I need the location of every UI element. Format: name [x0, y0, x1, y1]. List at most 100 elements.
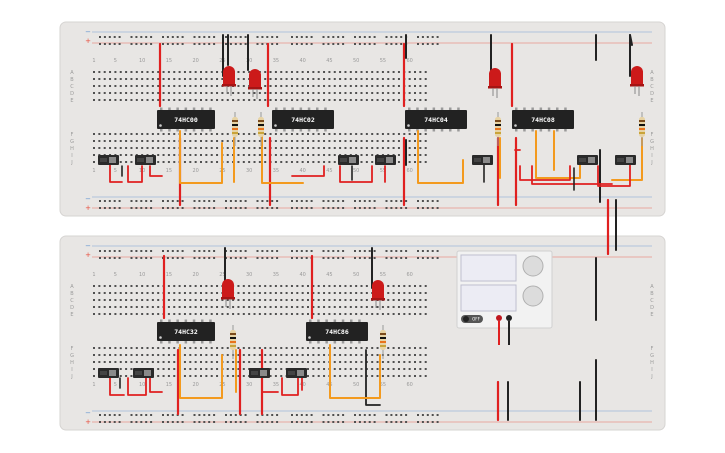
- rail-hole[interactable]: [322, 200, 325, 202]
- terminal-hole[interactable]: [280, 78, 283, 80]
- terminal-hole[interactable]: [397, 85, 400, 87]
- rail-hole[interactable]: [322, 414, 325, 416]
- rail-hole[interactable]: [244, 257, 247, 259]
- terminal-hole[interactable]: [403, 285, 406, 287]
- rail-hole[interactable]: [135, 200, 138, 202]
- terminal-hole[interactable]: [125, 140, 128, 142]
- terminal-hole[interactable]: [349, 306, 352, 308]
- terminal-hole[interactable]: [221, 299, 224, 301]
- rail-hole[interactable]: [162, 250, 164, 252]
- terminal-hole[interactable]: [93, 299, 95, 301]
- terminal-hole[interactable]: [189, 306, 192, 308]
- terminal-hole[interactable]: [109, 313, 112, 315]
- terminal-hole[interactable]: [339, 299, 342, 301]
- terminal-hole[interactable]: [135, 71, 138, 73]
- terminal-hole[interactable]: [328, 306, 331, 308]
- terminal-hole[interactable]: [296, 78, 299, 80]
- rail-hole[interactable]: [234, 36, 237, 38]
- terminal-hole[interactable]: [119, 368, 122, 370]
- rail-hole[interactable]: [213, 250, 216, 252]
- terminal-hole[interactable]: [125, 133, 128, 135]
- terminal-hole[interactable]: [408, 92, 411, 94]
- rail-hole[interactable]: [291, 421, 293, 423]
- terminal-hole[interactable]: [237, 147, 240, 149]
- terminal-hole[interactable]: [392, 299, 395, 301]
- rail-hole[interactable]: [354, 414, 356, 416]
- terminal-hole[interactable]: [141, 354, 144, 356]
- terminal-hole[interactable]: [381, 133, 384, 135]
- terminal-hole[interactable]: [323, 92, 326, 94]
- terminal-hole[interactable]: [333, 85, 336, 87]
- terminal-hole[interactable]: [135, 299, 138, 301]
- terminal-hole[interactable]: [312, 313, 315, 315]
- terminal-hole[interactable]: [296, 161, 299, 163]
- rail-hole[interactable]: [417, 200, 419, 202]
- rail-hole[interactable]: [244, 414, 247, 416]
- jumper-wire[interactable]: [629, 34, 633, 46]
- terminal-hole[interactable]: [274, 347, 277, 349]
- terminal-hole[interactable]: [258, 306, 261, 308]
- terminal-hole[interactable]: [146, 71, 149, 73]
- terminal-hole[interactable]: [93, 306, 95, 308]
- terminal-hole[interactable]: [98, 292, 101, 294]
- terminal-hole[interactable]: [210, 147, 213, 149]
- terminal-hole[interactable]: [216, 140, 219, 142]
- rail-hole[interactable]: [140, 250, 143, 252]
- terminal-hole[interactable]: [189, 85, 192, 87]
- rail-hole[interactable]: [118, 207, 121, 209]
- terminal-hole[interactable]: [408, 99, 411, 101]
- terminal-hole[interactable]: [221, 92, 224, 94]
- rail-hole[interactable]: [390, 421, 393, 423]
- rail-hole[interactable]: [431, 36, 434, 38]
- terminal-hole[interactable]: [381, 368, 384, 370]
- terminal-hole[interactable]: [424, 368, 427, 370]
- terminal-hole[interactable]: [397, 292, 400, 294]
- terminal-hole[interactable]: [328, 161, 331, 163]
- terminal-hole[interactable]: [323, 375, 326, 377]
- terminal-hole[interactable]: [285, 85, 288, 87]
- terminal-hole[interactable]: [408, 347, 411, 349]
- terminal-hole[interactable]: [98, 347, 101, 349]
- terminal-hole[interactable]: [200, 347, 202, 349]
- rail-hole[interactable]: [295, 43, 298, 45]
- terminal-hole[interactable]: [360, 161, 363, 163]
- terminal-hole[interactable]: [114, 92, 117, 94]
- terminal-hole[interactable]: [189, 347, 192, 349]
- terminal-hole[interactable]: [274, 147, 277, 149]
- terminal-hole[interactable]: [151, 99, 154, 101]
- terminal-hole[interactable]: [269, 347, 272, 349]
- terminal-hole[interactable]: [157, 71, 160, 73]
- terminal-hole[interactable]: [264, 306, 267, 308]
- terminal-hole[interactable]: [146, 292, 149, 294]
- rail-hole[interactable]: [436, 257, 439, 259]
- terminal-hole[interactable]: [189, 71, 192, 73]
- rail-hole[interactable]: [342, 250, 345, 252]
- rail-hole[interactable]: [150, 43, 153, 45]
- rail-hole[interactable]: [135, 36, 138, 38]
- terminal-hole[interactable]: [349, 71, 352, 73]
- terminal-hole[interactable]: [365, 92, 368, 94]
- rail-hole[interactable]: [373, 36, 376, 38]
- terminal-hole[interactable]: [414, 368, 416, 370]
- switch-lever[interactable]: [483, 157, 490, 163]
- terminal-hole[interactable]: [371, 313, 374, 315]
- terminal-hole[interactable]: [157, 354, 160, 356]
- terminal-hole[interactable]: [130, 299, 133, 301]
- terminal-hole[interactable]: [317, 361, 320, 363]
- terminal-hole[interactable]: [333, 154, 336, 156]
- resistor[interactable]: [639, 112, 645, 146]
- terminal-hole[interactable]: [376, 85, 379, 87]
- terminal-hole[interactable]: [157, 361, 160, 363]
- rail-hole[interactable]: [256, 200, 259, 202]
- terminal-hole[interactable]: [387, 285, 390, 287]
- rail-hole[interactable]: [421, 36, 424, 38]
- rail-hole[interactable]: [176, 200, 179, 202]
- rail-hole[interactable]: [431, 421, 434, 423]
- terminal-hole[interactable]: [237, 313, 240, 315]
- terminal-hole[interactable]: [205, 347, 208, 349]
- terminal-hole[interactable]: [349, 140, 352, 142]
- terminal-hole[interactable]: [333, 375, 336, 377]
- rail-hole[interactable]: [436, 207, 439, 209]
- terminal-hole[interactable]: [414, 313, 416, 315]
- terminal-hole[interactable]: [274, 375, 277, 377]
